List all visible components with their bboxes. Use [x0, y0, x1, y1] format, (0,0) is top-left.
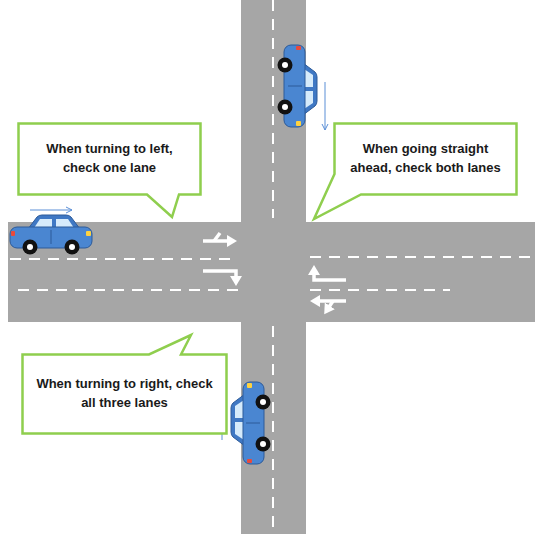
callout-box: When turning to right, check all three l…: [21, 334, 228, 435]
callout-box: When going straight ahead, check both la…: [313, 122, 518, 220]
callout-text: When turning to left, check one lane: [27, 140, 192, 178]
callout-box: When turning to left, check one lane: [17, 122, 202, 219]
callout-text-area: When turning to left, check one lane: [17, 122, 202, 196]
callout-text: When turning to right, check all three l…: [31, 375, 218, 413]
callout-text-area: When going straight ahead, check both la…: [333, 122, 518, 196]
callout-text-area: When turning to right, check all three l…: [21, 353, 228, 435]
callout-text: When going straight ahead, check both la…: [343, 140, 508, 178]
